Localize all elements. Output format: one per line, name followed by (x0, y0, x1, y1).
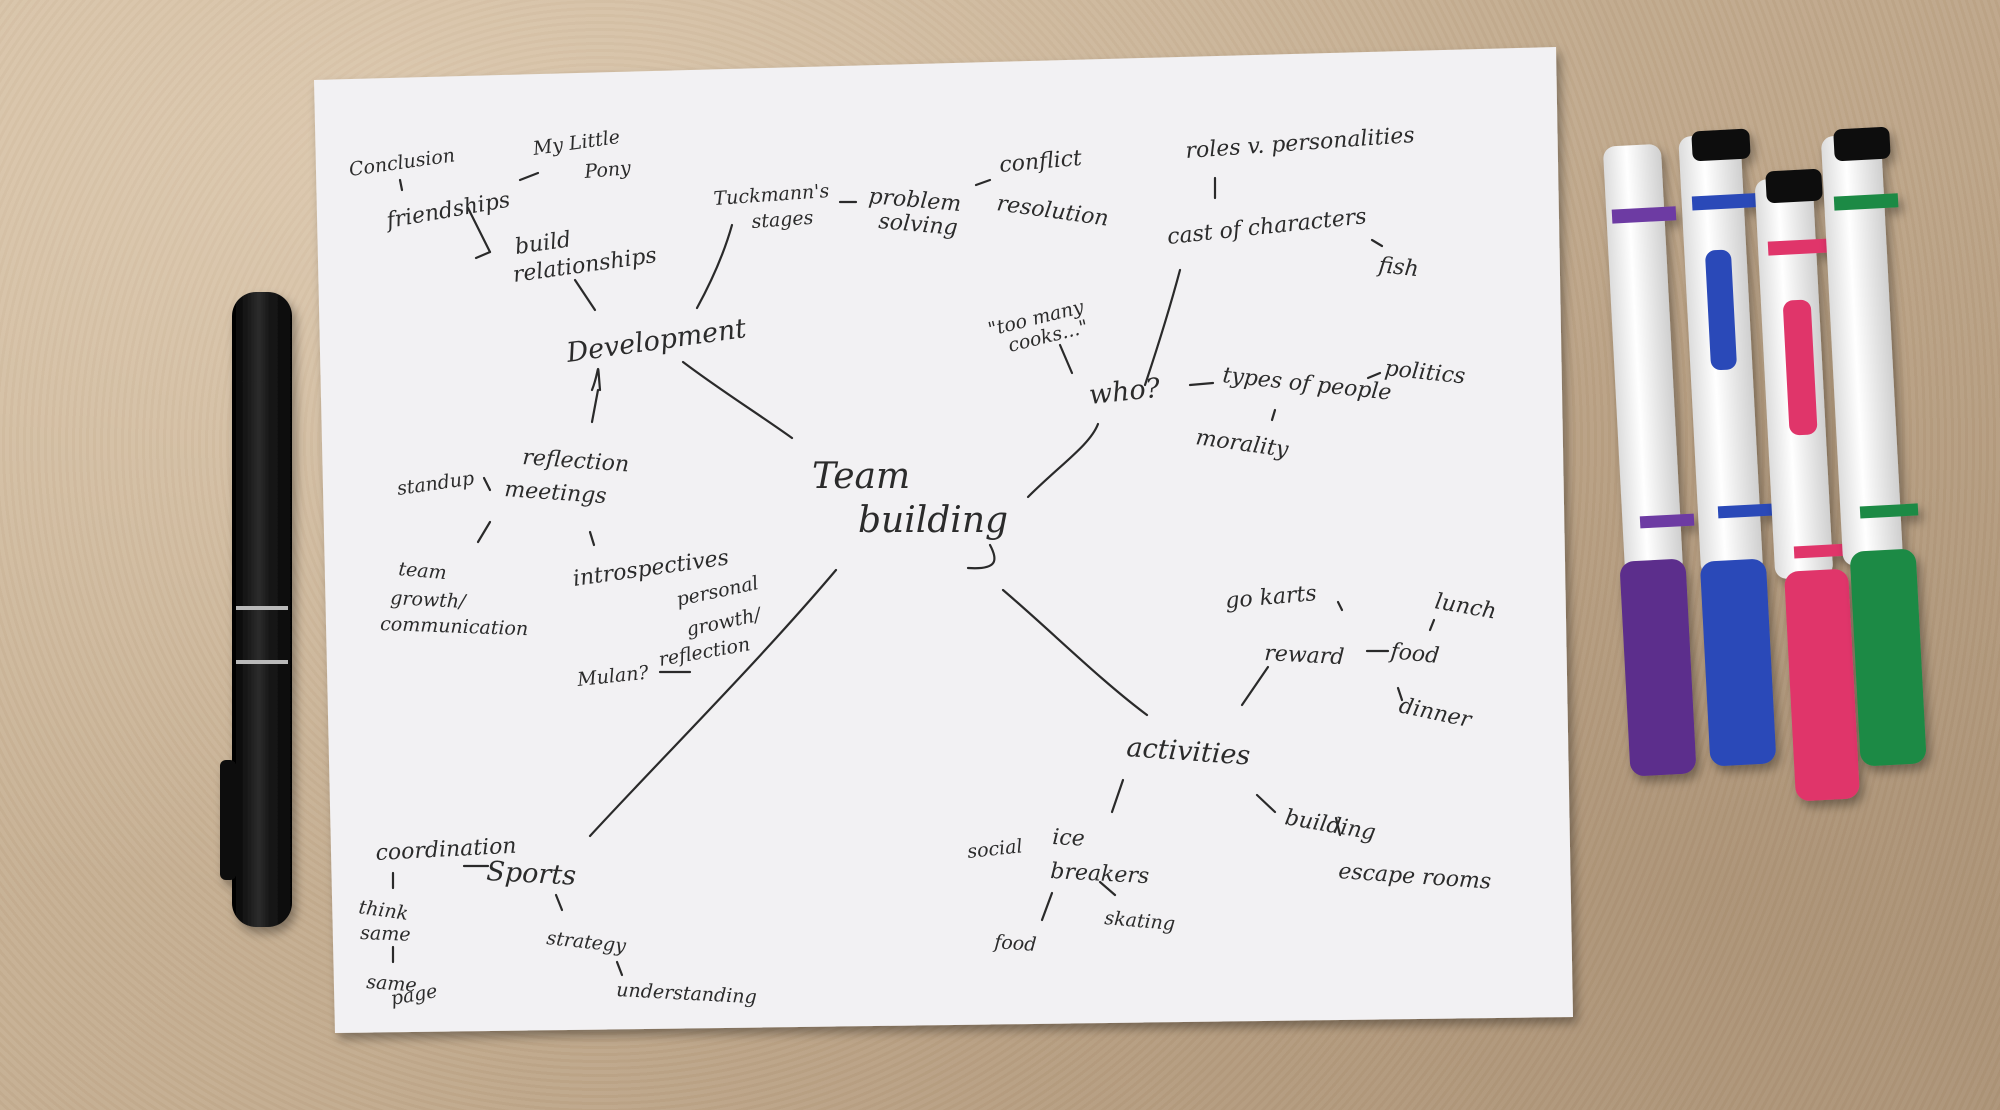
ice-text: ice (1052, 825, 1086, 852)
breakers-text: breakers (1050, 859, 1150, 889)
food-text: food (1387, 639, 1440, 669)
mindmap-lines (391, 171, 1436, 977)
stages-text: stages (751, 207, 815, 233)
center-building: building (858, 500, 1008, 541)
center-team: Team (812, 456, 910, 497)
same2-text: same (366, 971, 418, 996)
same-text: same (360, 922, 411, 946)
my-little-pony-text-2: Pony (583, 157, 632, 183)
food2-text: food (992, 931, 1038, 956)
marker-blue (1678, 128, 1777, 766)
fish-text: fish (1375, 253, 1420, 282)
paper-sheet (314, 47, 1573, 1033)
growth-text: growth/ (390, 587, 468, 613)
team-text: team (398, 558, 448, 584)
reward-text: reward (1264, 641, 1345, 670)
who-label: who? (1087, 373, 1162, 411)
communication-text: communication (380, 613, 529, 640)
marker-green (1821, 126, 1926, 766)
marker-purple (1603, 144, 1696, 776)
black-pen (220, 292, 292, 927)
sports-label: Sports (486, 856, 577, 892)
marker-pink (1755, 168, 1860, 801)
